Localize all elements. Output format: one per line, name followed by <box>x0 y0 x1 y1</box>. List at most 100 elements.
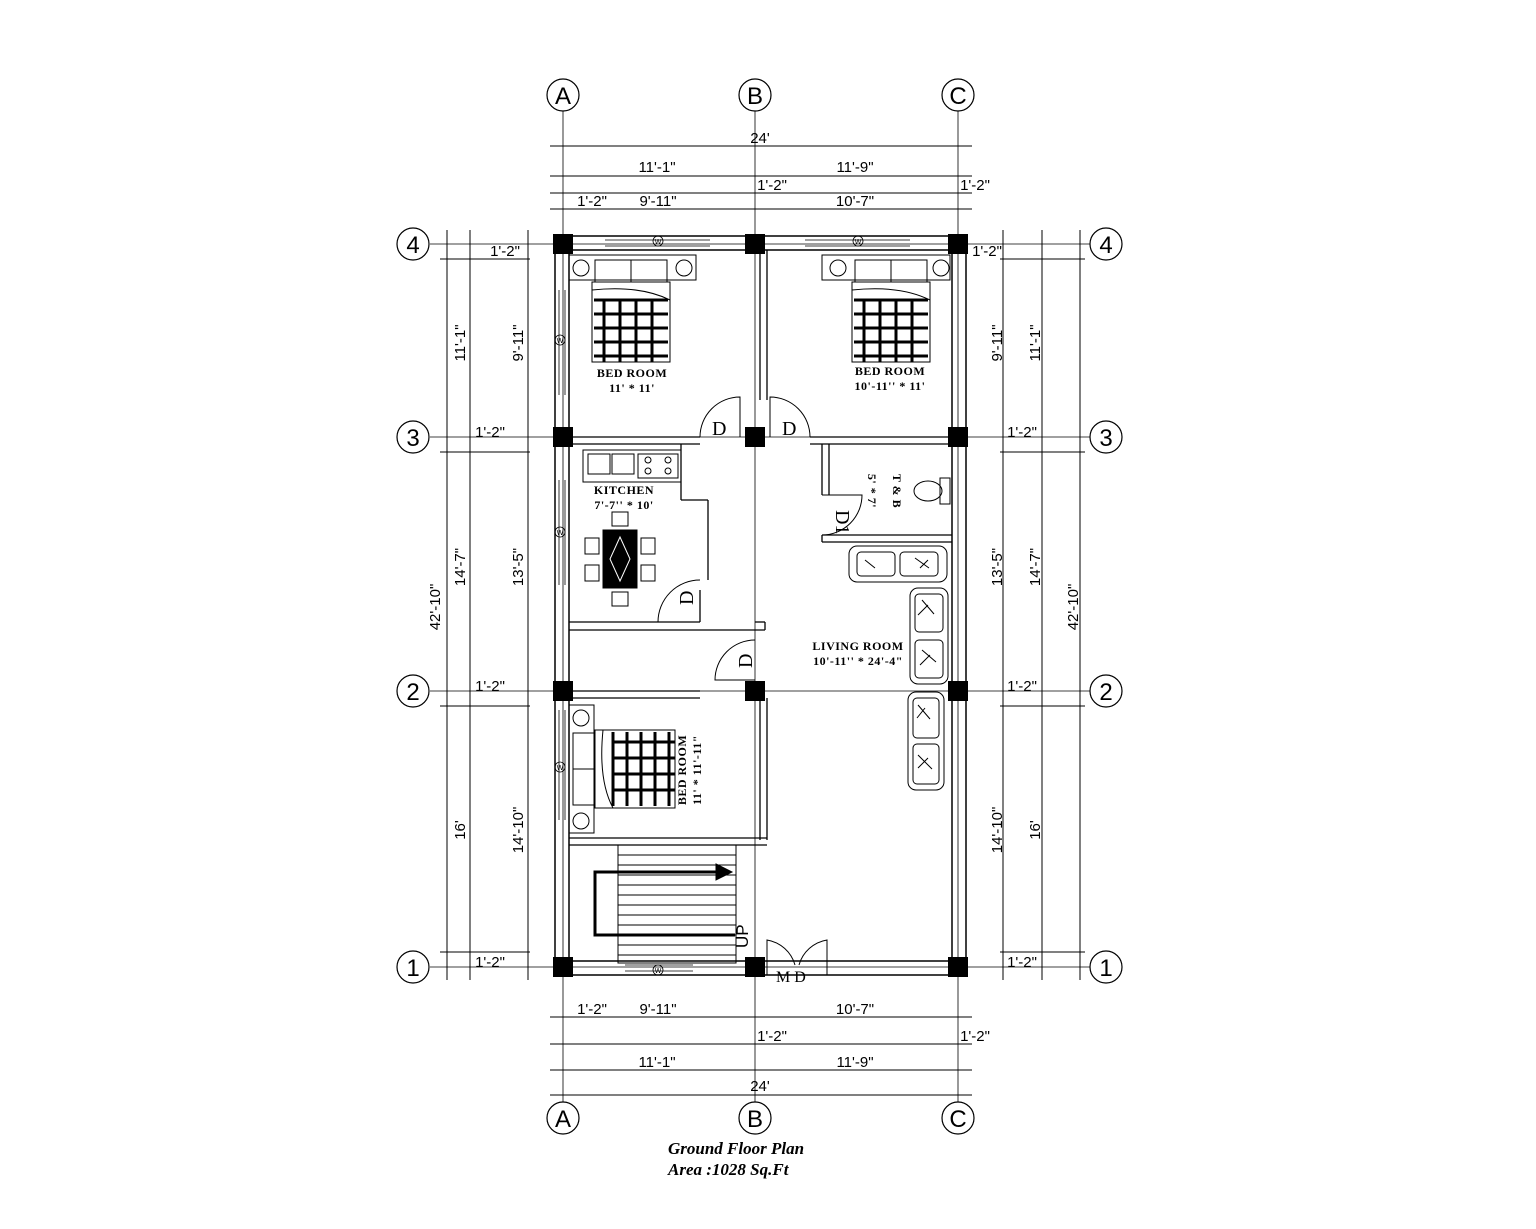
window-tag-6: W <box>655 968 662 975</box>
room-labels: BED ROOM 11' * 11' BED ROOM 10'-11'' * 1… <box>594 364 925 805</box>
grid-label-c-top: C <box>949 83 966 110</box>
plan-title: Ground Floor Plan <box>668 1139 805 1158</box>
dim-col-bc-bottom: 11'-9" <box>836 1054 873 1071</box>
room-name-bed3: BED ROOM <box>675 735 689 805</box>
room-name-living: LIVING ROOM <box>812 639 903 653</box>
bed-1 <box>568 254 697 363</box>
grid-bubbles <box>396 78 1123 1135</box>
dim-bay-21-right: 16' <box>1027 820 1044 840</box>
sofa-set <box>848 545 949 791</box>
window-tag-1: W <box>655 239 662 246</box>
plan-area: Area :1028 Sq.Ft <box>668 1160 789 1179</box>
dim-col-bc-top: 11'-9" <box>836 159 873 176</box>
dining-set <box>584 511 656 607</box>
dim-inner-32-right: 13'-5" <box>989 548 1006 586</box>
grid-label-3-left: 3 <box>406 425 419 452</box>
horizontal-dimension-labels: 24' 11'-1" 11'-9" 1'-2" 1'-2" 1'-2" 9'-1… <box>475 130 1037 1095</box>
grid-label-3-right: 3 <box>1099 425 1112 452</box>
dim-total-depth-left: 42'-10" <box>427 584 444 631</box>
room-name-bed1: BED ROOM <box>597 366 667 380</box>
columns <box>553 234 968 977</box>
dim-col-ab-top: 11'-1" <box>638 159 675 176</box>
window-tag-5: W <box>557 765 564 772</box>
grid-label-4-left: 4 <box>406 232 419 259</box>
dim-wall-b-top: 1'-2" <box>757 177 787 194</box>
vertical-dimension-labels: 42'-10" 11'-1" 14'-7" 16' 9'-11" 13'-5" … <box>427 324 1082 853</box>
door-label-kitchen: D <box>676 591 698 605</box>
window-tag-3: W <box>557 338 564 345</box>
room-size-toilet: 5' * 7' <box>865 474 879 508</box>
grid-label-2-right: 2 <box>1099 679 1112 706</box>
room-size-bed1: 11' * 11' <box>609 381 655 395</box>
dim-inner-43-right: 9'-11" <box>989 324 1006 361</box>
room-size-kitchen: 7'-7'' * 10' <box>594 498 653 512</box>
dim-wall-c-bottom: 1'-2" <box>960 1028 990 1045</box>
grid-label-4-right: 4 <box>1099 232 1112 259</box>
dim-total-width-bottom: 24' <box>750 1078 770 1095</box>
dim-wall-b-bottom: 1'-2" <box>757 1028 787 1045</box>
side-dimension-lines <box>440 230 1085 980</box>
dim-room-bc-bottom: 10'-7" <box>836 1001 874 1018</box>
door-label-bed3: D <box>735 654 757 668</box>
dim-wall-a-top: 1'-2" <box>577 193 607 210</box>
room-name-bed2: BED ROOM <box>855 364 925 378</box>
door-label-toilet: D1 <box>831 510 853 534</box>
top-dimension-lines <box>550 145 972 1096</box>
grid-label-b-bottom: B <box>747 1106 763 1133</box>
dim-wall-c-top: 1'-2" <box>960 177 990 194</box>
dim-wall-2-left: 1'-2" <box>475 678 505 695</box>
door-labels: D D D1 D D M D UP <box>676 418 853 986</box>
room-size-living: 10'-11'' * 24'-4" <box>813 654 903 668</box>
dim-col-ab-bottom: 11'-1" <box>638 1054 675 1071</box>
staircase <box>593 844 737 964</box>
dim-bay-32-left: 14'-7" <box>452 548 469 586</box>
dim-wall-4-right: 1'-2" <box>972 243 1002 260</box>
room-size-bed2: 10'-11'' * 11' <box>854 379 925 393</box>
grid-label-b-top: B <box>747 83 763 110</box>
plan-caption: Ground Floor Plan Area :1028 Sq.Ft <box>668 1138 804 1180</box>
kitchen-counter <box>582 449 682 483</box>
toilet-fixture <box>913 477 951 505</box>
grid-label-c-bottom: C <box>949 1106 966 1133</box>
stair-up-label: UP <box>733 924 752 948</box>
bed-2 <box>821 254 951 363</box>
window-tags: W W W W W W <box>557 239 862 975</box>
room-size-bed3: 11' * 11'-11" <box>690 735 704 805</box>
grid-label-a-bottom: A <box>555 1106 571 1133</box>
dim-inner-21-left: 14'-10" <box>510 807 527 854</box>
grid-label-1-left: 1 <box>406 955 419 982</box>
dim-bay-43-right: 11'-1" <box>1027 324 1044 361</box>
room-name-kitchen: KITCHEN <box>594 483 654 497</box>
dim-total-width-top: 24' <box>750 130 770 147</box>
dim-wall-1-left: 1'-2" <box>475 954 505 971</box>
dim-wall-1-right: 1'-2" <box>1007 954 1037 971</box>
window-tag-2: W <box>855 239 862 246</box>
bed-3 <box>568 704 676 834</box>
dim-wall-a-bottom: 1'-2" <box>577 1001 607 1018</box>
dim-total-depth-right: 42'-10" <box>1065 584 1082 631</box>
dim-inner-32-left: 13'-5" <box>510 548 527 586</box>
window-tag-4: W <box>557 530 564 537</box>
door-swings <box>657 396 863 975</box>
room-name-toilet: T & B <box>890 474 904 508</box>
windows <box>554 235 910 976</box>
dim-wall-4-left: 1'-2" <box>490 243 520 260</box>
door-label-bed2: D <box>782 418 796 440</box>
grid-labels: A B C A B C 4 3 2 1 4 3 2 1 <box>406 83 1112 1133</box>
dim-bay-32-right: 14'-7" <box>1027 548 1044 586</box>
dim-room-ab-bottom: 9'-11" <box>639 1001 676 1018</box>
dim-wall-3-right: 1'-2" <box>1007 424 1037 441</box>
dim-room-bc-top: 10'-7" <box>836 193 874 210</box>
dim-wall-2-right: 1'-2" <box>1007 678 1037 695</box>
dim-bay-21-left: 16' <box>452 820 469 840</box>
dim-inner-43-left: 9'-11" <box>510 324 527 361</box>
dim-bay-43-left: 11'-1" <box>452 324 469 361</box>
grid-label-a-top: A <box>555 83 571 110</box>
dim-wall-3-left: 1'-2" <box>475 424 505 441</box>
grid-label-1-right: 1 <box>1099 955 1112 982</box>
grid-label-2-left: 2 <box>406 679 419 706</box>
door-label-main: M D <box>776 969 806 986</box>
dim-room-ab-top: 9'-11" <box>639 193 676 210</box>
door-label-bed1: D <box>712 418 726 440</box>
